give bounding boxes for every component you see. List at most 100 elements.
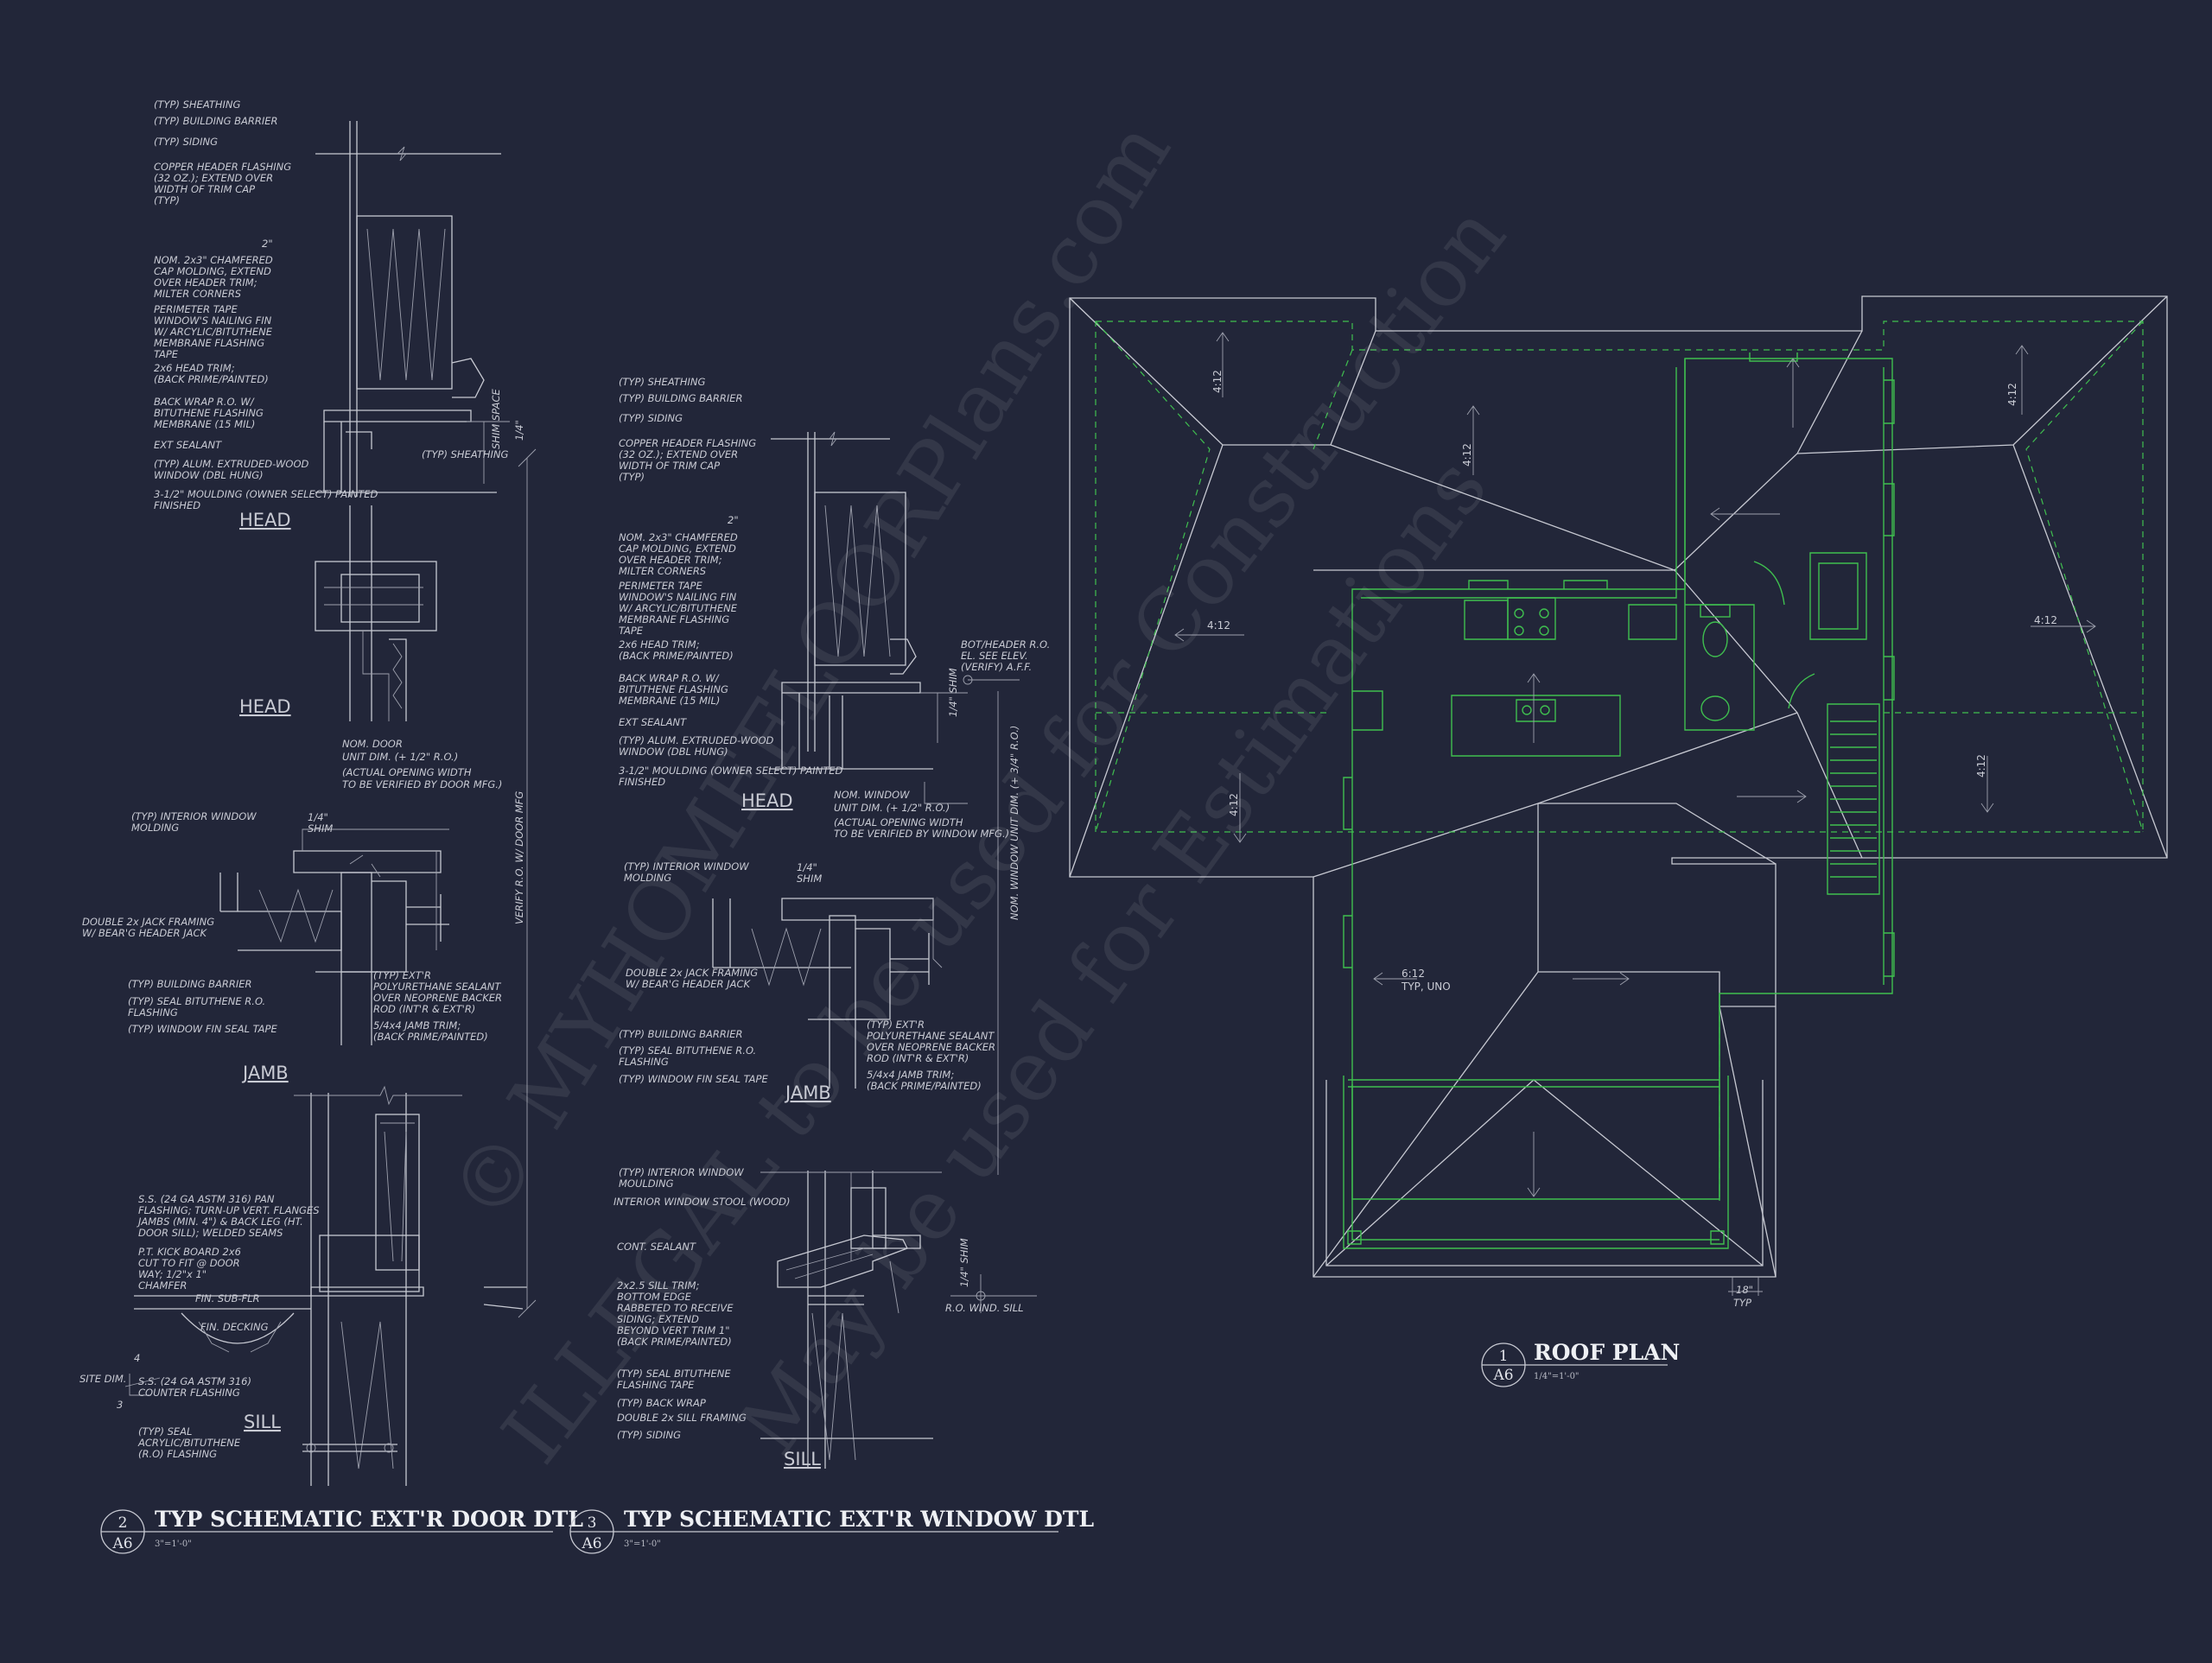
door-sill-note: (TYP) SEAL — [138, 1425, 192, 1438]
window-ro-sill: R.O. WIND. SILL — [945, 1302, 1024, 1314]
door-detail-notes: (TYP) SHEATHING (TYP) BUILDING BARRIER (… — [79, 98, 525, 1460]
door-jamb-note: (TYP) BUILDING BARRIER — [128, 978, 252, 990]
window-sill-note: RABBETED TO RECEIVE — [617, 1302, 734, 1314]
door-note: WINDOW (DBL HUNG) — [154, 469, 264, 481]
roof-plan-sheet: A6 — [1492, 1367, 1513, 1384]
door-note: BITUTHENE FLASHING — [154, 407, 264, 419]
roof-plan-title-block: 1 A6 ROOF PLAN 1/4"=1'-0" — [1481, 1340, 1680, 1387]
door-sill-note: P.T. KICK BOARD 2x6 — [138, 1246, 241, 1258]
door-note: 2x6 HEAD TRIM; — [154, 362, 235, 374]
window-dim-2in: 2" — [728, 514, 739, 526]
window-bot-header: BOT/HEADER R.O. — [961, 638, 1050, 651]
door-sheathing-right: (TYP) SHEATHING — [422, 448, 509, 460]
window-note: (TYP) ALUM. EXTRUDED-WOOD — [619, 734, 774, 746]
door-note: (BACK PRIME/PAINTED) — [154, 373, 269, 385]
roof-plan-title: ROOF PLAN — [1534, 1340, 1680, 1365]
roof-eave-outline — [1069, 295, 2168, 1278]
window-note: WINDOW (DBL HUNG) — [619, 746, 728, 758]
door-sill-label: SILL — [244, 1412, 281, 1432]
roof-plan-number: 1 — [1499, 1348, 1509, 1365]
window-note: TAPE — [619, 625, 644, 637]
window-detail-drawing — [712, 431, 1037, 1469]
roof-pitch-note: 6:12 — [1402, 968, 1425, 980]
window-jamb-note: (TYP) BUILDING BARRIER — [619, 1028, 743, 1040]
door-jamb-right: ROD (INT'R & EXT'R) — [373, 1003, 475, 1015]
roof-pitch-label: 4:12 — [1207, 619, 1230, 632]
window-sill-note: FLASHING TAPE — [617, 1379, 695, 1391]
door-note: EXT SEALANT — [154, 439, 222, 451]
door-sill-note: ACRYLIC/BITUTHENE — [137, 1437, 241, 1449]
window-note: (TYP) BUILDING BARRIER — [619, 392, 743, 404]
door-dim-2in: 2" — [262, 238, 273, 250]
window-jamb-note: FLASHING — [619, 1056, 669, 1068]
window-sill-note: SIDING; EXTEND — [617, 1313, 699, 1325]
window-note: W/ ARCYLIC/BITUTHENE — [619, 602, 738, 614]
door-head-label-2: HEAD — [239, 696, 291, 717]
window-detail-scale: 3"=1'-0" — [624, 1539, 661, 1549]
door-sill-note: CHAMFER — [138, 1279, 187, 1292]
door-sill-note: S.S. (24 GA ASTM 316) — [138, 1375, 251, 1387]
window-sill-shim: 1/4" SHIM — [958, 1238, 970, 1287]
window-jamb-label: JAMB — [784, 1082, 831, 1103]
window-jamb-right: (BACK PRIME/PAINTED) — [867, 1080, 982, 1092]
window-note: BITUTHENE FLASHING — [619, 683, 728, 695]
roof-pitch-label: 4:12 — [1228, 793, 1240, 816]
window-jamb-note: MOLDING — [624, 872, 671, 884]
window-note: MEMBRANE FLASHING — [619, 613, 729, 625]
door-note: 3-1/2" MOULDING (OWNER SELECT) PAINTED — [154, 488, 378, 500]
door-detail-drawing — [124, 121, 537, 1486]
door-jamb-note: W/ BEAR'G HEADER JACK — [82, 927, 207, 939]
window-sill-note: INTERIOR WINDOW STOOL (WOOD) — [613, 1196, 790, 1208]
door-slope-top: 4 — [134, 1352, 140, 1364]
window-jamb-note: W/ BEAR'G HEADER JACK — [626, 978, 751, 990]
roof-plan-scale: 1/4"=1'-0" — [1534, 1372, 1580, 1381]
window-note: (TYP) — [619, 471, 645, 483]
window-jamb-shim: SHIM — [797, 873, 822, 885]
window-head-shim: 1/4" SHIM — [947, 668, 959, 717]
door-sill-note: FLASHING; TURN-UP VERT. FLANGES — [138, 1204, 320, 1216]
window-sill-note: BEYOND VERT TRIM 1" — [617, 1324, 730, 1336]
roof-plan-labels: 4:12 4:12 4:12 4:12 4:12 4:12 4:12 6:12 … — [1207, 370, 2057, 1309]
door-note: (TYP) SHEATHING — [154, 98, 241, 111]
door-jamb-note: (TYP) INTERIOR WINDOW — [131, 810, 257, 822]
roof-plan-drawing — [1069, 295, 2168, 1296]
door-jamb-note: (TYP) SEAL BITUTHENE R.O. — [128, 995, 265, 1007]
door-note: CAP MOLDING, EXTEND — [154, 265, 271, 277]
window-note: BACK WRAP R.O. W/ — [619, 672, 720, 684]
window-unit-dim: TO BE VERIFIED BY WINDOW MFG.) — [834, 828, 1009, 840]
window-note: (TYP) SIDING — [619, 412, 683, 424]
door-sill-note: COUNTER FLASHING — [138, 1387, 240, 1399]
roof-pitch-label: 4:12 — [2034, 614, 2057, 626]
door-sill-note: FIN. DECKING — [200, 1321, 269, 1333]
window-note: WINDOW'S NAILING FIN — [619, 591, 737, 603]
door-jamb-right: 5/4x4 JAMB TRIM; — [373, 1019, 461, 1031]
window-note: EXT SEALANT — [619, 716, 687, 728]
roof-pitch-label: 4:12 — [1461, 443, 1473, 467]
window-jamb-note: (TYP) WINDOW FIN SEAL TAPE — [619, 1073, 768, 1085]
door-note: WINDOW'S NAILING FIN — [154, 314, 272, 327]
door-note: (TYP) — [154, 194, 180, 206]
window-sill-note: (BACK PRIME/PAINTED) — [617, 1336, 732, 1348]
door-jamb-note: MOLDING — [131, 822, 179, 834]
door-note: W/ ARCYLIC/BITUTHENE — [154, 326, 273, 338]
window-detail-title: TYP SCHEMATIC EXT'R WINDOW DTL — [624, 1507, 1095, 1532]
window-jamb-shim: 1/4" — [797, 861, 817, 873]
door-note: COPPER HEADER FLASHING — [154, 161, 291, 173]
window-sill-note: BOTTOM EDGE — [617, 1291, 692, 1303]
door-head-label: HEAD — [239, 510, 291, 530]
door-sill-note: DOOR SILL); WELDED SEAMS — [138, 1227, 283, 1239]
door-note: MEMBRANE (15 MIL) — [154, 418, 255, 430]
window-sill-label: SILL — [784, 1449, 821, 1469]
watermark: © MYHOMEFLOORPlans.com ILLEGAL to be use… — [432, 105, 1524, 1481]
door-jamb-shim: 1/4" — [308, 811, 328, 823]
door-detail-scale: 3"=1'-0" — [155, 1539, 192, 1549]
window-sill-note: (TYP) SEAL BITUTHENE — [617, 1368, 731, 1380]
window-detail-sheet: A6 — [581, 1535, 601, 1552]
window-note: 3-1/2" MOULDING (OWNER SELECT) PAINTED — [619, 765, 843, 777]
window-detail-number: 3 — [588, 1514, 597, 1532]
door-verify-dim: VERIFY R.O. W/ DOOR MFG — [513, 791, 525, 924]
roof-overhang-note: TYP — [1733, 1297, 1751, 1309]
window-unit-dim: NOM. WINDOW — [834, 789, 910, 801]
door-note: TAPE — [154, 348, 179, 360]
window-head-label: HEAD — [741, 790, 793, 811]
